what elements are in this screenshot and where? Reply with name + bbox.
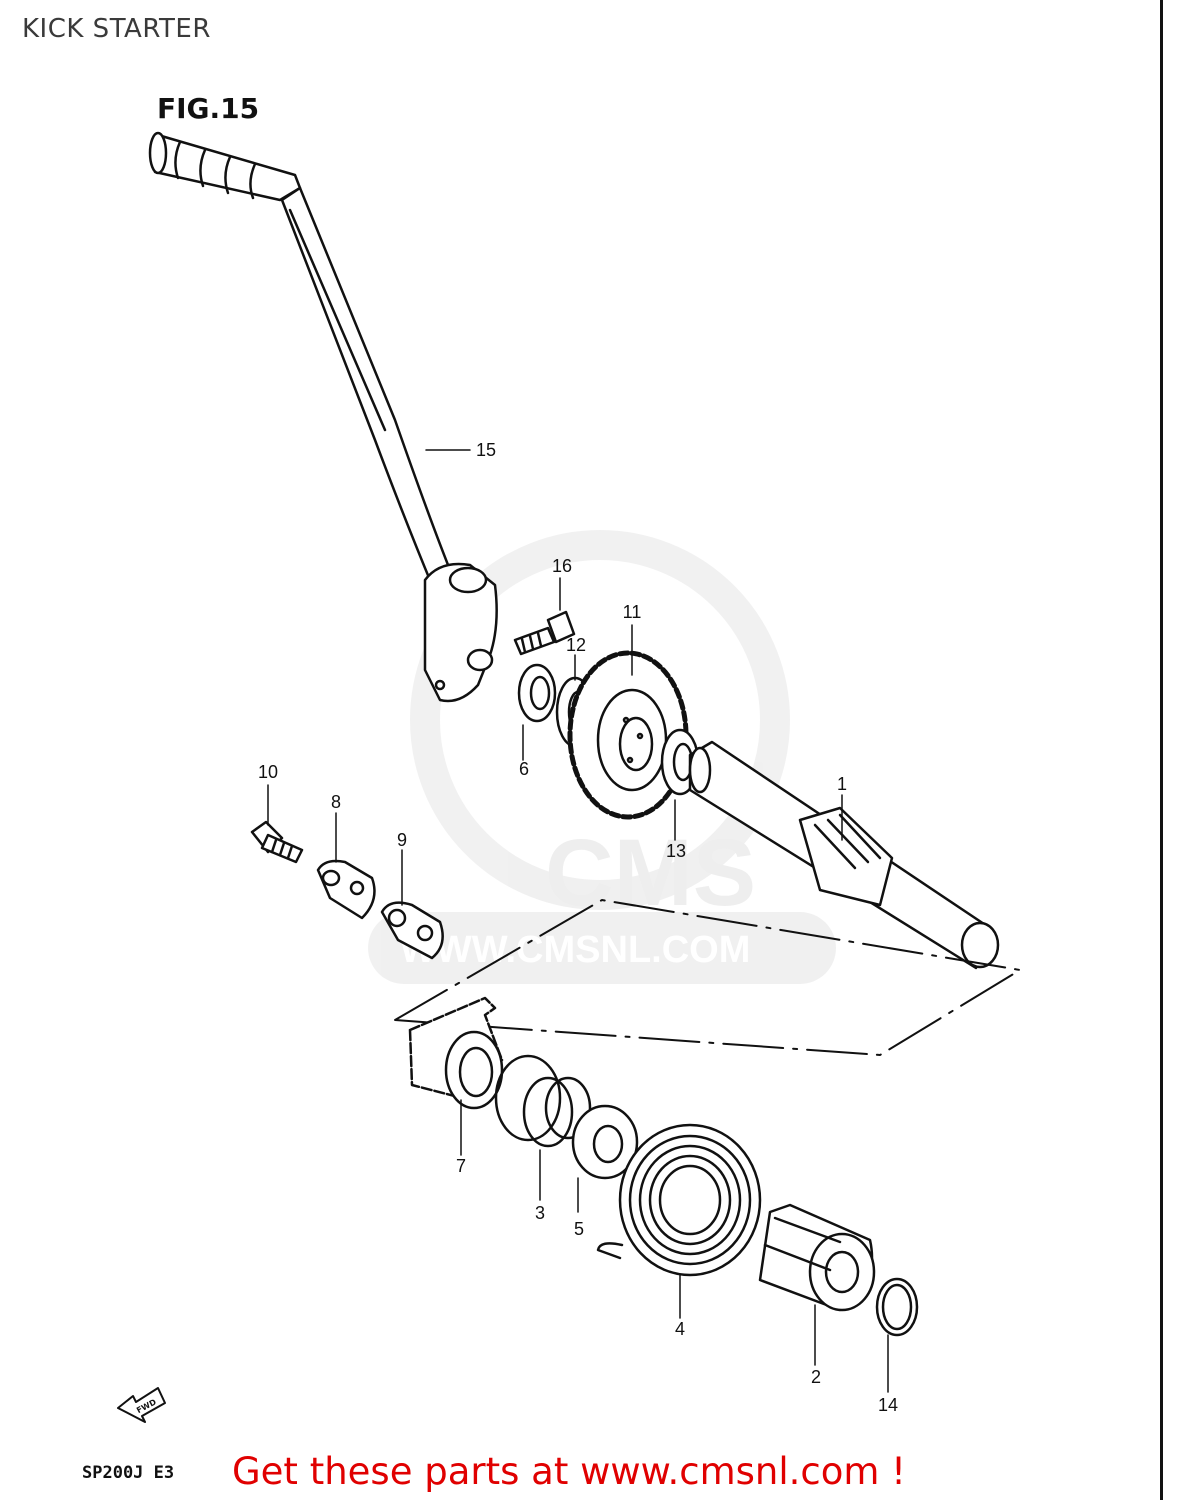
- callout-15: 15: [476, 440, 496, 460]
- callout-11: 11: [623, 602, 642, 622]
- callout-3: 3: [535, 1203, 545, 1223]
- page-border: [1160, 0, 1163, 1500]
- callout-labels: 1 2 3 4 5 6 7 8 9 10 11 12 13 14 15 16: [258, 440, 898, 1415]
- washer-5: [571, 1104, 639, 1180]
- callout-14: 14: [878, 1395, 898, 1415]
- kick-starter-guide-2: [758, 1203, 876, 1312]
- plate-9: [380, 901, 444, 960]
- get-parts-link[interactable]: Get these parts at www.cmsnl.com !: [232, 1450, 907, 1493]
- circlip-14: [875, 1277, 919, 1337]
- fwd-arrow-icon: [117, 1387, 166, 1423]
- callout-16: 16: [552, 556, 572, 576]
- watermark-url-text: WWW.CMSNL.COM: [400, 929, 750, 971]
- callout-10: 10: [258, 762, 278, 782]
- watermark-logo-text: CMS: [545, 820, 756, 926]
- spring-3: [494, 1054, 592, 1148]
- callout-1: 1: [837, 774, 847, 794]
- kick-starter-drive-7: [408, 996, 504, 1110]
- page-title: KICK STARTER: [22, 14, 211, 44]
- callout-12: 12: [566, 635, 586, 655]
- callout-6: 6: [519, 759, 529, 779]
- model-code: SP200J E3: [82, 1463, 175, 1483]
- kick-starter-spring-4: [596, 1123, 762, 1277]
- oil-seal-6: [517, 663, 557, 723]
- plate-8: [316, 859, 376, 920]
- callout-5: 5: [574, 1219, 584, 1239]
- cmsnl-watermark: CMS WWW.CMSNL.COM: [368, 530, 836, 984]
- callout-13: 13: [666, 841, 686, 861]
- bolt-16: [513, 610, 576, 656]
- callout-2: 2: [811, 1367, 821, 1387]
- callout-8: 8: [331, 792, 341, 812]
- bolt-10: [250, 820, 304, 864]
- kick-drive-gear-11: [567, 650, 689, 820]
- callout-9: 9: [397, 830, 407, 850]
- callout-4: 4: [675, 1319, 685, 1339]
- figure-label: FIG.15: [157, 92, 260, 125]
- kick-starter-shaft-1: [688, 740, 1000, 970]
- callout-7: 7: [456, 1156, 466, 1176]
- kick-lever: [148, 131, 498, 703]
- leader-lines: [267, 449, 889, 1393]
